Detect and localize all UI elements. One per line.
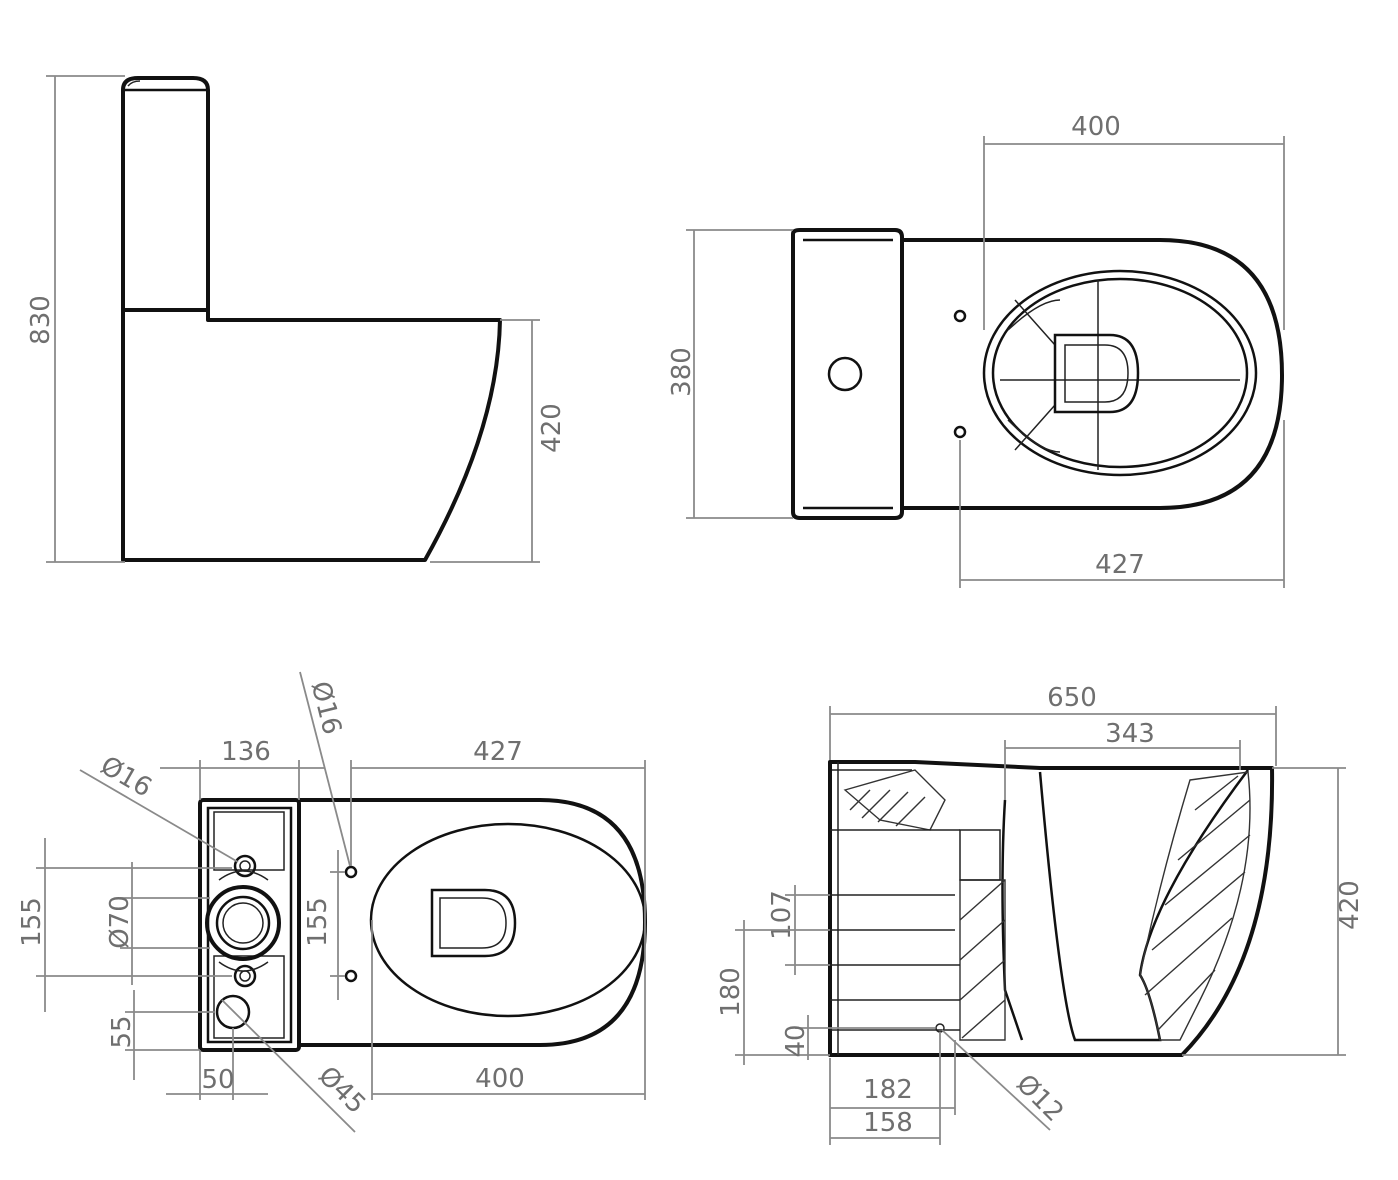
top-tank bbox=[791, 228, 904, 520]
dim-420-section: 420 bbox=[1335, 880, 1365, 930]
dim-107: 107 bbox=[767, 890, 797, 940]
dim-830: 830 bbox=[26, 295, 56, 345]
dim-182: 182 bbox=[863, 1075, 913, 1105]
dim-380: 380 bbox=[667, 347, 697, 397]
dim-400-top: 400 bbox=[1071, 112, 1121, 142]
dim-420-side: 420 bbox=[537, 403, 567, 453]
side-view: 830 420 bbox=[26, 75, 567, 563]
dim-427-base: 427 bbox=[473, 737, 523, 767]
top-view: 400 380 427 bbox=[667, 112, 1285, 588]
dim-d16-right: Ø16 bbox=[305, 678, 347, 737]
dim-155-left: 155 bbox=[17, 897, 47, 947]
dim-155-mid: 155 bbox=[303, 897, 333, 947]
dim-d45: Ø45 bbox=[312, 1061, 371, 1120]
side-tank bbox=[121, 76, 210, 310]
dim-158: 158 bbox=[863, 1108, 913, 1138]
dim-180: 180 bbox=[716, 967, 746, 1017]
dim-650: 650 bbox=[1047, 683, 1097, 713]
outlet-flange bbox=[205, 885, 281, 961]
section-outline bbox=[828, 760, 1275, 1057]
side-bowl bbox=[121, 308, 502, 562]
dim-55: 55 bbox=[107, 1015, 137, 1048]
base-tank bbox=[198, 798, 301, 1052]
dim-d70: Ø70 bbox=[105, 895, 135, 949]
dim-400-base: 400 bbox=[475, 1064, 525, 1094]
section-view: 650 343 420 107 180 40 182 158 bbox=[716, 683, 1365, 1145]
dim-343: 343 bbox=[1105, 719, 1155, 749]
dim-d12: Ø12 bbox=[1010, 1069, 1069, 1128]
dim-40: 40 bbox=[781, 1024, 811, 1057]
flush-button bbox=[827, 356, 863, 392]
base-view: Ø16 Ø16 136 427 155 Ø70 155 55 bbox=[17, 671, 647, 1133]
dim-d16-left: Ø16 bbox=[95, 751, 156, 804]
dim-427-top: 427 bbox=[1095, 550, 1145, 580]
top-bowl bbox=[902, 238, 1284, 510]
dim-50: 50 bbox=[201, 1065, 234, 1095]
dim-136: 136 bbox=[221, 737, 271, 767]
